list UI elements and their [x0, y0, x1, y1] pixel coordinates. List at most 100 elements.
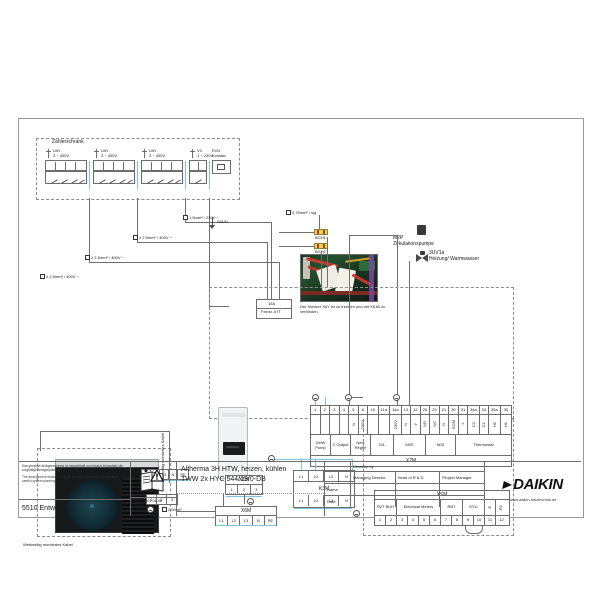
title-decision-cell: Decision by Managing Director Head of R … — [325, 462, 485, 516]
decision-roles-row: Managing Director Head of R & D Project … — [325, 472, 484, 484]
x2m-sig-4 — [340, 414, 350, 434]
x2m-num-4: 4 — [340, 406, 350, 414]
x2m-num-30: 30 — [449, 406, 459, 414]
odu-term-pe: PE — [178, 470, 188, 479]
xsm-group-el-meters: Electrical Meters — [397, 499, 441, 515]
cable-run-3 — [185, 222, 271, 223]
meter-circuit-2-symbol — [94, 149, 99, 158]
fan-icon — [66, 480, 118, 532]
cable-run-3-down — [271, 222, 272, 304]
ground-symbol-2 — [345, 394, 352, 401]
cable-run-4 — [209, 306, 229, 307]
daikin-logo: DAIKIN — [502, 476, 563, 493]
ground-symbol-odu — [147, 506, 154, 513]
k3m-bot-n: N — [339, 495, 354, 506]
xsm-num-4: 4 — [408, 515, 419, 525]
drawing-sheet: Zählerschrank LWI 3 ~ 400V LWI 3 ~ 400V — [18, 118, 584, 547]
date-rd-field[interactable] — [396, 496, 441, 507]
fuse-block: 15A Feinsi. A fT — [256, 299, 292, 319]
x2m-num-34: 34 — [480, 406, 490, 414]
k3m-bot-l3: L3 — [324, 495, 339, 506]
ground-symbol-k3m-out — [353, 510, 360, 517]
evu-sublabel: Kontakt — [212, 153, 226, 158]
odu-term-l3: L3 — [160, 470, 169, 479]
x2m-num-11a: 11a — [379, 406, 391, 414]
meter-circuit-3-symbol — [142, 149, 147, 158]
decision-header-row: Decision by — [325, 462, 484, 472]
odu-bus-terminals[interactable]: 1 2 3 — [146, 494, 178, 505]
cable-icon-6 — [162, 507, 167, 512]
xsm-group-rbt: RBT — [441, 499, 463, 515]
x2m-sig-6: 230V — [359, 414, 369, 434]
x2m-num-2: 2 — [321, 406, 331, 414]
uv1a-name: 3UV1a — [429, 250, 445, 256]
cable-icon-1 — [40, 274, 45, 279]
legal-text: Das gezeigte Anlagenschema ist beispielh… — [19, 462, 130, 499]
cable-drop-4 — [209, 198, 210, 306]
pcb-photo — [300, 254, 378, 302]
k3m-bot-l1: L1 — [294, 495, 309, 506]
xsm-terminal-block[interactable]: XSM R2T BUH Electrical Meters RBT EVU E … — [374, 490, 510, 526]
factory-cable-note-2: Werkseitig montiertes Kabel — [23, 542, 73, 547]
x2m-sig-34: C1 — [480, 414, 490, 434]
ground-symbol-x6m — [247, 498, 254, 505]
xsm-name: XSM — [375, 491, 509, 500]
x2m-num-1: 1 — [311, 406, 321, 414]
x1m-name: X1M — [226, 476, 262, 485]
pump-icon — [417, 225, 426, 235]
name-pm-field[interactable] — [440, 484, 484, 495]
x2m-signal-row: N 230V 230V N Y NO NC N COM ⊥ C2 C1 H2 H… — [311, 414, 511, 435]
description-line-1: Altherma 3H HTW, heizen, kühlen — [181, 466, 287, 473]
x2m-group-netz-regler: Netz Regler — [351, 434, 371, 456]
odu-bus-3: 3 — [167, 495, 177, 504]
name-rd-field[interactable] — [396, 484, 441, 495]
x2m-group-gl: G/L — [371, 434, 394, 456]
xsm-num-1: 1 — [375, 515, 386, 525]
ground-symbol-3 — [393, 394, 400, 401]
fuse-rating: 15A — [268, 301, 276, 306]
bgh2-label: BGH2 — [315, 249, 326, 255]
cable-run-2-down — [267, 242, 268, 304]
xsm-enclosure — [363, 419, 514, 536]
odu-bus-2: 2 — [157, 495, 167, 504]
meter-circuit-1-label: LWI — [53, 148, 60, 153]
x2m-sig-12: Y — [411, 414, 421, 434]
meter-circuit-1-breaker-upper — [45, 160, 87, 171]
ground-symbol-1 — [312, 394, 319, 401]
meter-circuit-4-voltage: 1 ~ 230V — [197, 153, 214, 158]
x2m-terminal-block[interactable]: 1 2 3 4 5 6 10 11a 14a 13 12 28 29 21 30… — [310, 405, 512, 467]
x2m-num-13: 13 — [402, 406, 412, 414]
k3m-top-l1: L1 — [294, 471, 309, 482]
date-md-field[interactable] — [351, 496, 396, 507]
description-line-2: TWW 2x HYC 544/19/0-DB — [181, 476, 266, 484]
legal-text-de: Das gezeigte Anlagenschema ist beispielh… — [22, 464, 123, 473]
cable-icon-2 — [85, 255, 90, 260]
indoor-unit-graphic — [218, 407, 248, 479]
x2m-sig-2 — [321, 414, 331, 434]
date-pm-field[interactable] — [440, 496, 484, 507]
x1m-term-2: 2 — [238, 485, 251, 494]
x2m-group-dhw-pump: DHW Pump — [311, 434, 331, 456]
odu-term-n: N — [169, 470, 178, 479]
xsm-num-11: 11 — [485, 515, 496, 525]
x6m-name: X6M — [216, 507, 276, 516]
cable-spec-2: ≥ 2,5mm² / 400V ~ — [85, 255, 124, 261]
x2m-num-29: 29 — [430, 406, 440, 414]
x2m-num-35: 35 — [503, 407, 509, 413]
m2p-name: M2P — [393, 235, 404, 241]
cable-spec-3: ≥ 2,5mm² / 400V ~ — [133, 235, 172, 241]
meter-circuit-3-breaker-lower — [141, 171, 183, 184]
book-warning-icon — [140, 468, 164, 492]
x2m-group-n0s: N0S — [426, 434, 456, 456]
meter-circuit-4-breaker-upper — [189, 160, 207, 171]
k3m-top-terminals: L1 L2 L3 N — [294, 471, 354, 482]
x1m-terminal-block[interactable]: X1M 1 2 3 — [225, 475, 263, 495]
title-logo-cell: DAIKIN www.daikin-heiztechnik.de — [485, 462, 581, 516]
x2m-terminal-numbers: 1 2 3 4 5 6 10 11a 14a 13 12 28 29 21 30… — [311, 406, 511, 415]
k3m-bot-l2: L2 — [309, 495, 324, 506]
x2m-sig-13: N — [402, 414, 412, 434]
name-md-field[interactable] — [351, 484, 396, 495]
date-row: Date: — [325, 496, 484, 507]
cable-icon-4 — [183, 215, 188, 220]
meter-cabinet-enclosure — [36, 138, 240, 200]
